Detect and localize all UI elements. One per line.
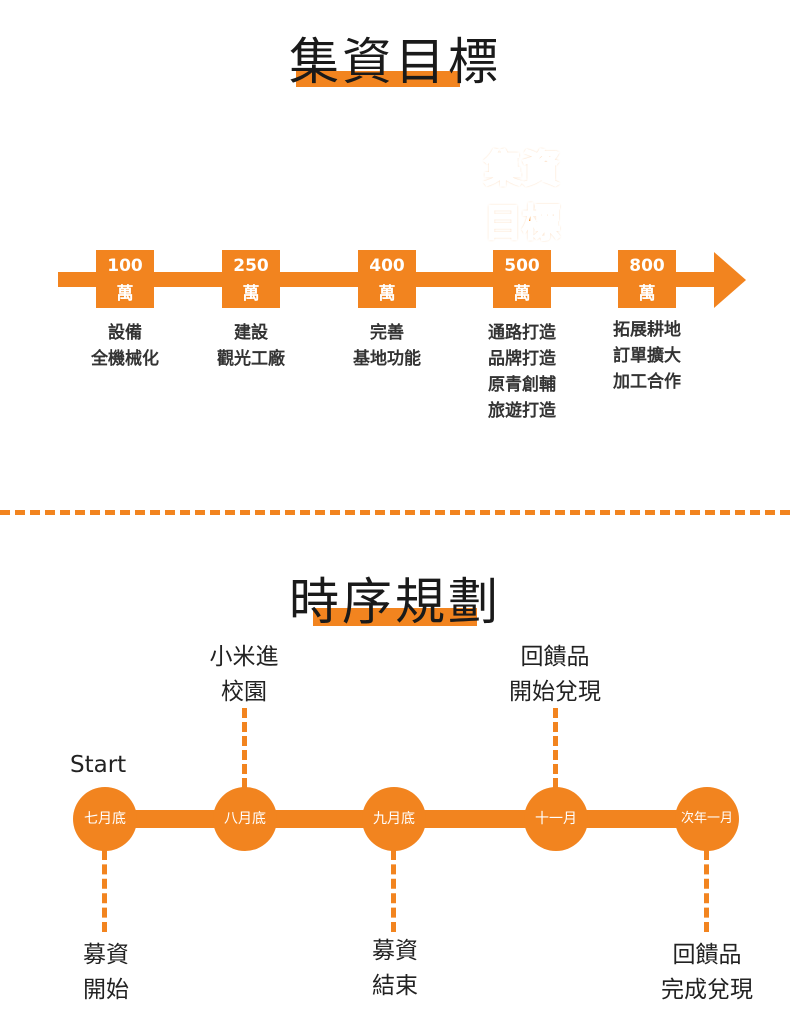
milestone-amount-value: 400	[369, 256, 405, 276]
timeline-connector-up	[553, 708, 558, 788]
timeline-node-nov: 十一月	[524, 787, 588, 851]
milestone-desc-line: 原青創輔	[488, 375, 556, 395]
milestone-amount-800: 800 萬	[618, 250, 676, 308]
milestone-desc-line: 基地功能	[353, 349, 421, 369]
milestone-amount-value: 250	[233, 256, 269, 276]
goal-label-line-1: 集資	[483, 146, 561, 192]
milestone-desc-400: 完善 基地功能	[327, 320, 447, 372]
milestone-desc-line: 設備	[108, 323, 142, 343]
milestone-desc-100: 設備 全機械化	[65, 320, 185, 372]
timeline-node-aug: 八月底	[213, 787, 277, 851]
timeline-label-line: 校園	[221, 679, 267, 705]
timeline-label-line: 完成兌現	[661, 977, 753, 1003]
timeline-start-label: Start	[70, 752, 127, 778]
milestone-amount-value: 100	[107, 256, 143, 276]
timeline-label-line: 開始兌現	[509, 679, 601, 705]
goal-arrow-head	[714, 252, 746, 308]
milestone-amount-unit: 萬	[116, 284, 134, 304]
milestone-amount-250: 250 萬	[222, 250, 280, 308]
milestone-desc-line: 建設	[234, 323, 268, 343]
milestone-desc-line: 訂單擴大	[613, 346, 681, 366]
milestone-desc-line: 全機械化	[91, 349, 159, 369]
milestone-amount-unit: 萬	[242, 284, 260, 304]
timeline-node-sep: 九月底	[362, 787, 426, 851]
timeline-label-fundraise-start: 募資 開始	[36, 938, 176, 1008]
milestone-amount-unit: 萬	[513, 284, 531, 304]
timeline-node-next-jan: 次年一月	[675, 787, 739, 851]
milestone-amount-400: 400 萬	[358, 250, 416, 308]
milestone-desc-800: 拓展耕地 訂單擴大 加工合作	[587, 317, 707, 395]
milestone-amount-100: 100 萬	[96, 250, 154, 308]
goal-label-line-2: 目標	[483, 200, 561, 246]
timeline-label-line: 回饋品	[520, 644, 590, 670]
milestone-desc-line: 觀光工廠	[217, 349, 285, 369]
milestone-amount-value: 500	[504, 256, 540, 276]
milestone-desc-line: 加工合作	[613, 372, 681, 392]
milestone-desc-line: 品牌打造	[488, 349, 556, 369]
timeline-label-reward-start: 回饋品 開始兌現	[485, 640, 625, 710]
timeline-label-line: 募資	[372, 938, 418, 964]
timeline-connector-down	[102, 850, 107, 932]
timeline-title-underline	[313, 608, 477, 626]
milestone-desc-250: 建設 觀光工廠	[191, 320, 311, 372]
milestone-amount-unit: 萬	[378, 284, 396, 304]
milestone-desc-line: 完善	[370, 323, 404, 343]
goal-section-title: 集資目標	[289, 33, 501, 91]
timeline-node-jul: 七月底	[73, 787, 137, 851]
timeline-connector-down	[704, 850, 709, 932]
milestone-desc-line: 旅遊打造	[488, 401, 556, 421]
timeline-label-reward-complete: 回饋品 完成兌現	[637, 938, 777, 1008]
timeline-label-line: 小米進	[209, 644, 279, 670]
milestone-desc-line: 通路打造	[488, 323, 556, 343]
timeline-section-title: 時序規劃	[289, 573, 501, 631]
milestone-amount-value: 800	[629, 256, 665, 276]
timeline-connector-up	[242, 708, 247, 788]
milestone-amount-500: 500 萬	[493, 250, 551, 308]
milestone-desc-line: 拓展耕地	[613, 320, 681, 340]
milestone-desc-500: 通路打造 品牌打造 原青創輔 旅遊打造	[462, 320, 582, 424]
timeline-connector-down	[391, 850, 396, 932]
milestone-amount-unit: 萬	[638, 284, 656, 304]
timeline-label-line: 回饋品	[672, 942, 742, 968]
timeline-label-line: 開始	[83, 977, 129, 1003]
timeline-label-fundraise-end: 募資 結束	[325, 934, 465, 1004]
timeline-label-line: 結束	[372, 973, 418, 999]
timeline-label-millet-campus: 小米進 校園	[174, 640, 314, 710]
section-divider	[0, 510, 790, 515]
timeline-label-line: 募資	[83, 942, 129, 968]
goal-title-underline	[296, 71, 460, 87]
